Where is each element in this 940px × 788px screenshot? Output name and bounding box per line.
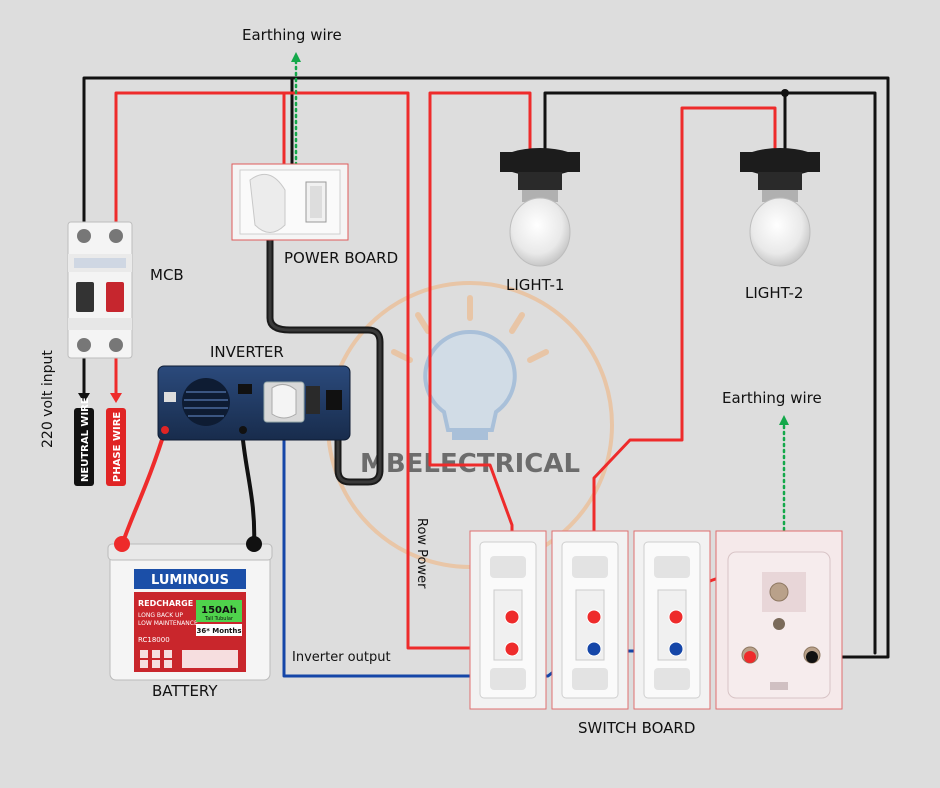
socket-earth-terminal <box>769 582 789 602</box>
plug-icon <box>249 173 286 233</box>
phase-wire-tag: PHASE WIRE <box>106 408 126 486</box>
phase-wire-main <box>114 91 512 650</box>
inverter-switch[interactable] <box>326 390 342 410</box>
battery-negative-terminal <box>246 536 262 552</box>
svg-text:Tall Tubular: Tall Tubular <box>204 616 234 622</box>
inverter <box>157 365 351 441</box>
earthing-wire-top-label: Earthing wire <box>242 26 342 44</box>
neutral-wire-tag: NEUTRAL WIRE <box>74 397 94 486</box>
switch-board <box>469 530 843 710</box>
input-220-label: 220 volt input <box>40 350 56 448</box>
switch-2[interactable] <box>551 530 629 710</box>
switch1-bottom-terminal <box>504 641 520 657</box>
socket-neutral-terminal <box>806 651 818 663</box>
neutral-wire-light1 <box>543 91 877 655</box>
svg-text:LONG BACK UP: LONG BACK UP <box>138 612 183 619</box>
light1-label: LIGHT-1 <box>506 276 564 294</box>
socket[interactable] <box>715 530 843 710</box>
earthing-wire-right-label: Earthing wire <box>722 389 822 407</box>
inverter-output-label: Inverter output <box>292 650 391 665</box>
wires <box>78 52 890 678</box>
light1-bulb-icon <box>509 197 571 267</box>
switch2-top-terminal <box>586 609 602 625</box>
switch3-bottom-terminal <box>668 641 684 657</box>
mcb-phase-lever[interactable] <box>106 282 124 312</box>
light2-bulb <box>740 148 820 267</box>
mcb-neutral-lever[interactable] <box>76 282 94 312</box>
battery-positive-cable <box>120 428 167 547</box>
svg-text:PHASE WIRE: PHASE WIRE <box>112 412 123 482</box>
battery-label: BATTERY <box>152 682 218 700</box>
switch3-top-terminal <box>668 609 684 625</box>
row-power-label: Row Power <box>414 518 429 589</box>
switch-board-label: SWITCH BOARD <box>578 719 695 737</box>
inverter-socket-icon <box>271 384 297 419</box>
socket-phase-terminal <box>744 651 756 663</box>
fan-icon <box>182 378 230 426</box>
light2-label: LIGHT-2 <box>745 284 803 302</box>
mcb <box>67 221 133 359</box>
battery-capacity: 150Ah <box>201 605 237 616</box>
svg-text:LOW MAINTENANCE: LOW MAINTENANCE <box>138 620 198 627</box>
battery-model: RC18000 <box>138 636 170 644</box>
powerboard-inverter-cable <box>266 226 384 486</box>
neutral-wire-main <box>82 76 890 659</box>
battery-brand: LUMINOUS <box>151 573 229 588</box>
battery: LUMINOUS REDCHARGE LONG BACK UP LOW MAIN… <box>107 536 273 681</box>
mcb-label: MCB <box>150 266 184 284</box>
power-board <box>231 163 349 241</box>
svg-text:NEUTRAL WIRE: NEUTRAL WIRE <box>80 397 91 482</box>
light2-bulb-icon <box>749 197 811 267</box>
battery-negative-cable <box>240 428 257 547</box>
power-board-label: POWER BOARD <box>284 249 398 267</box>
battery-series: REDCHARGE <box>138 599 193 608</box>
switch1-top-terminal <box>504 609 520 625</box>
switch2-bottom-terminal <box>586 641 602 657</box>
watermark: MBELECTRICAL <box>326 281 614 569</box>
neutral-junction <box>781 89 789 97</box>
inverter-breaker[interactable] <box>306 386 320 414</box>
light2-switch-wire <box>592 106 777 617</box>
battery-warranty: 36* Months <box>196 627 241 635</box>
mcb-screw-icon <box>77 229 91 243</box>
inverter-label: INVERTER <box>210 343 284 361</box>
light1-switch-wire <box>428 91 532 617</box>
light1-bulb <box>500 148 580 267</box>
battery-positive-terminal <box>114 536 130 552</box>
